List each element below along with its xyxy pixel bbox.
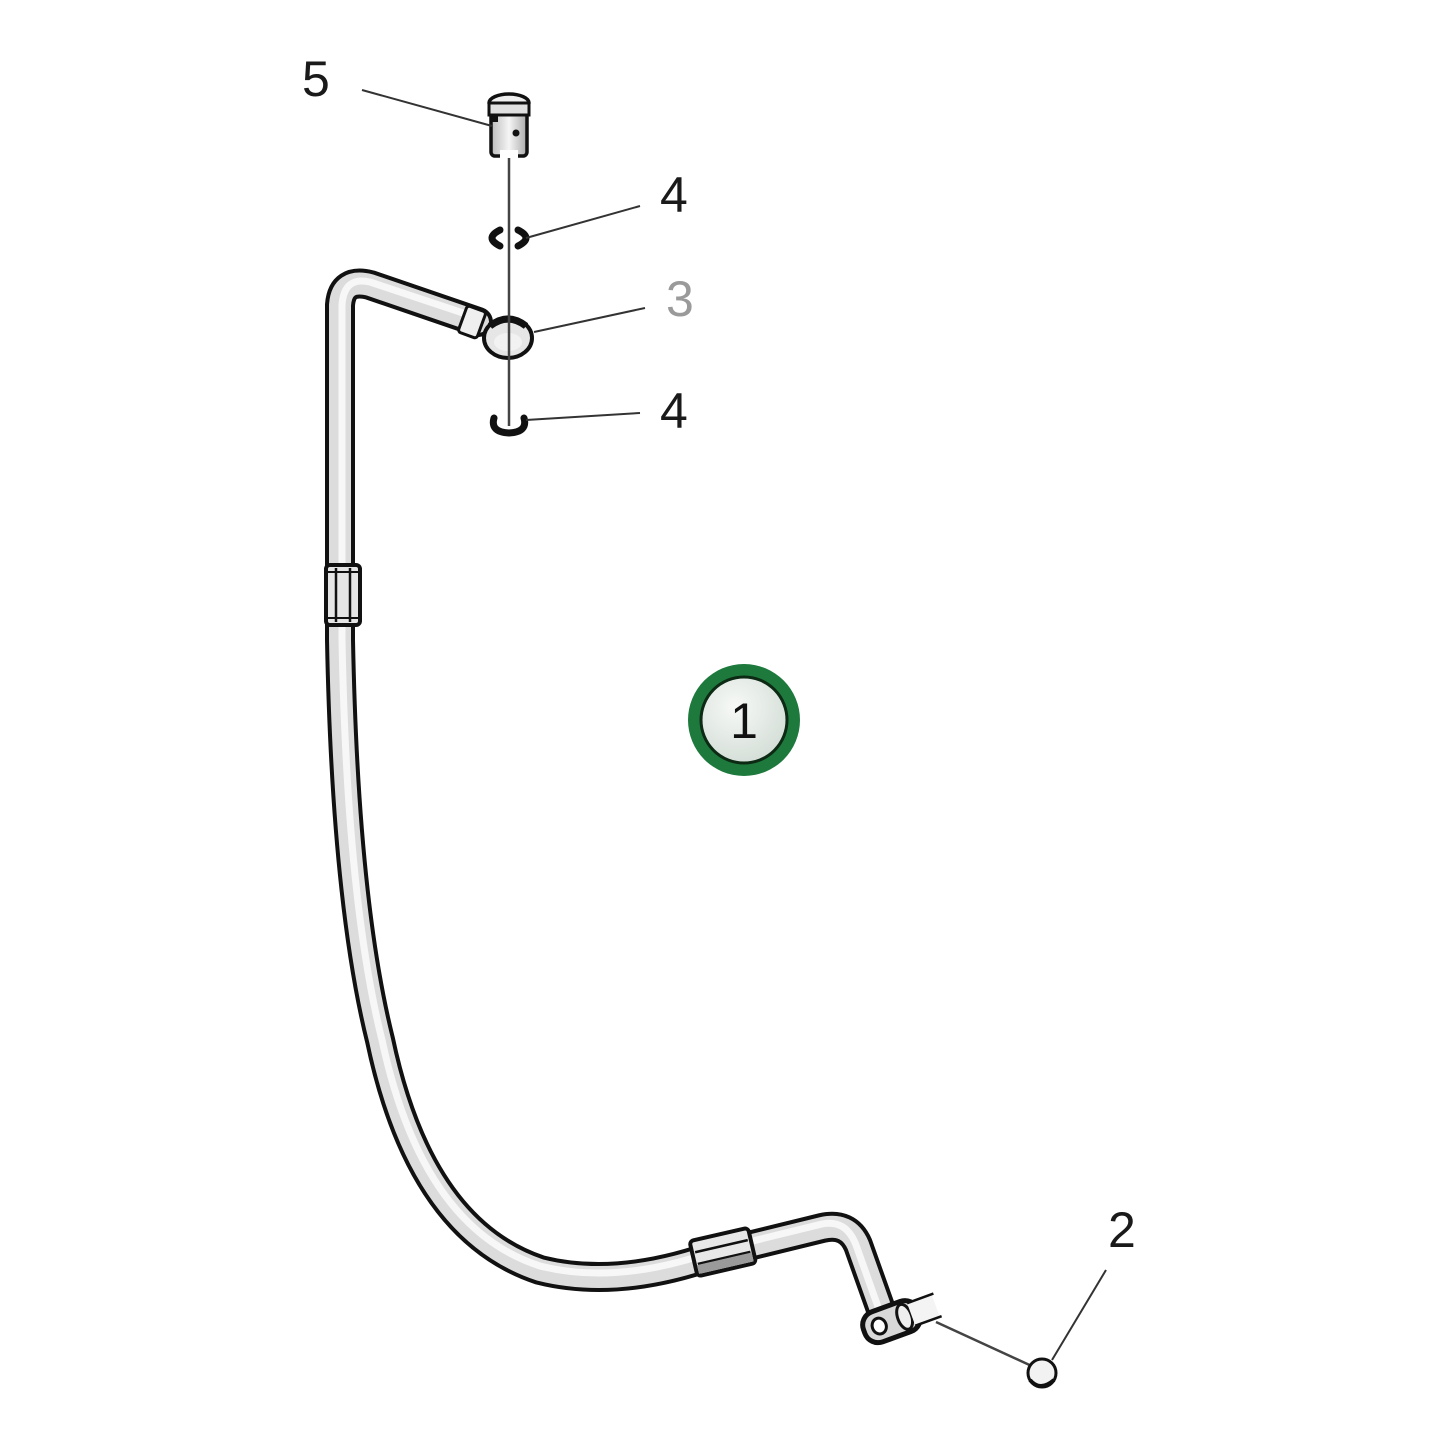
banjo-bolt[interactable]	[487, 92, 531, 158]
lower-crimp-sleeve	[688, 1226, 758, 1278]
callout-4-upper[interactable]: 4	[660, 167, 688, 223]
eye-fitting	[860, 1292, 943, 1346]
leader-line-3	[533, 307, 646, 333]
hose-assembly[interactable]	[324, 268, 943, 1347]
leader-line-4b	[525, 412, 641, 421]
callout-5[interactable]: 5	[302, 51, 330, 107]
callout-1: 1	[730, 693, 758, 749]
leader-line-5	[361, 89, 493, 127]
callout-1-badge[interactable]: 1	[688, 664, 800, 776]
callout-2[interactable]: 2	[1108, 1202, 1136, 1258]
cap-plug[interactable]	[1026, 1357, 1058, 1389]
callout-3[interactable]: 3	[666, 271, 694, 327]
upper-crimp-sleeve	[324, 563, 362, 627]
leader-line-4a	[525, 205, 641, 239]
leader-line-2	[1051, 1269, 1107, 1361]
hose-highlight	[338, 277, 886, 1322]
hose-collar	[457, 304, 487, 340]
lower-assembly-axis	[935, 1320, 1037, 1370]
sealing-washer-lower[interactable]	[489, 414, 529, 437]
callout-4-lower[interactable]: 4	[660, 383, 688, 439]
